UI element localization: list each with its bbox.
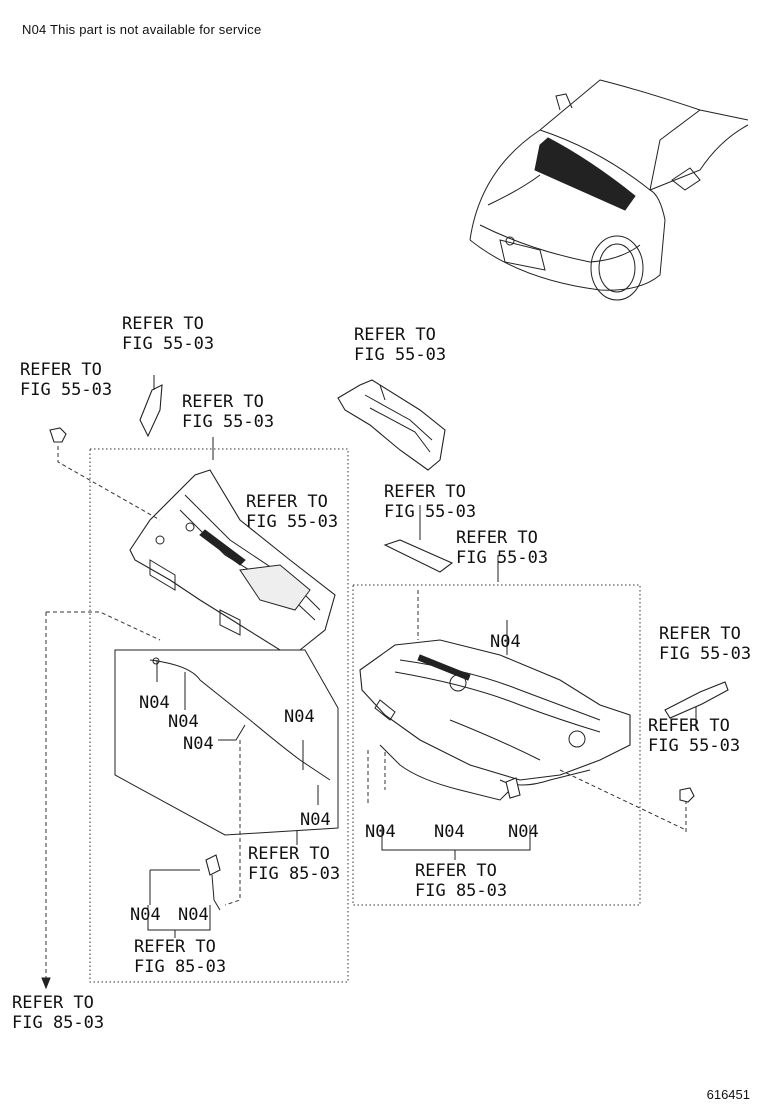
bracket-right: [664, 681, 729, 719]
svg-text:FIG 55-03: FIG 55-03: [20, 380, 112, 400]
svg-text:FIG 85-03: FIG 85-03: [248, 864, 340, 884]
svg-text:REFER TO: REFER TO: [182, 392, 264, 412]
svg-text:FIG 55-03: FIG 55-03: [648, 736, 740, 756]
svg-text:REFER TO: REFER TO: [415, 861, 497, 881]
callout-fig85-c: REFER TO FIG 85-03: [134, 937, 226, 977]
n04-label: N04: [168, 712, 199, 732]
svg-text:REFER TO: REFER TO: [20, 360, 102, 380]
n04-label: N04: [365, 822, 396, 842]
callout-fig85-b: REFER TO FIG 85-03: [415, 861, 507, 901]
svg-text:FIG 55-03: FIG 55-03: [659, 644, 751, 664]
right-cowl-panel: [359, 639, 631, 786]
left-cowl-panel: [129, 469, 336, 651]
n04-label: N04: [178, 905, 209, 925]
svg-text:FIG 55-03: FIG 55-03: [384, 502, 476, 522]
bracket-left: [139, 384, 163, 438]
svg-text:REFER TO: REFER TO: [354, 325, 436, 345]
callout-fig55-d: REFER TO FIG 55-03: [354, 325, 446, 365]
clip-left: [49, 427, 67, 443]
upper-bracket: [337, 379, 446, 471]
clip-right: [679, 787, 695, 803]
svg-text:FIG 55-03: FIG 55-03: [246, 512, 338, 532]
svg-text:REFER TO: REFER TO: [659, 624, 741, 644]
svg-text:REFER TO: REFER TO: [248, 844, 330, 864]
callout-fig55-f: REFER TO FIG 55-03: [384, 482, 476, 522]
callout-fig55-i: REFER TO FIG 55-03: [648, 716, 740, 756]
callout-fig55-e: REFER TO FIG 55-03: [246, 492, 338, 532]
svg-text:FIG 85-03: FIG 85-03: [12, 1013, 104, 1033]
svg-text:REFER TO: REFER TO: [134, 937, 216, 957]
svg-text:FIG 55-03: FIG 55-03: [456, 548, 548, 568]
left-assembly-box: [89, 448, 349, 983]
n04-label: N04: [300, 810, 331, 830]
svg-text:REFER TO: REFER TO: [122, 314, 204, 334]
callout-fig55-b: REFER TO FIG 55-03: [20, 360, 112, 400]
left-nozzle: [149, 854, 221, 911]
callout-fig85-a: REFER TO FIG 85-03: [248, 844, 340, 884]
svg-text:FIG 55-03: FIG 55-03: [354, 345, 446, 365]
n04-label: N04: [284, 707, 315, 727]
n04-label: N04: [130, 905, 161, 925]
n04-label: N04: [508, 822, 539, 842]
left-hose-subbox: [114, 649, 339, 836]
svg-text:FIG 55-03: FIG 55-03: [122, 334, 214, 354]
right-washer-hose: [379, 744, 511, 801]
n04-label: N04: [490, 632, 521, 652]
callout-fig55-g: REFER TO FIG 55-03: [456, 528, 548, 568]
service-note: N04 This part is not available for servi…: [22, 22, 262, 37]
vehicle-illustration: [469, 79, 749, 301]
callout-fig55-c: REFER TO FIG 55-03: [182, 392, 274, 432]
svg-text:FIG 85-03: FIG 85-03: [415, 881, 507, 901]
callout-fig55-a: REFER TO FIG 55-03: [122, 314, 214, 354]
svg-text:REFER TO: REFER TO: [12, 993, 94, 1013]
callout-fig55-h: REFER TO FIG 55-03: [659, 624, 751, 664]
n04-label: N04: [139, 693, 170, 713]
callout-fig85-d: REFER TO FIG 85-03: [12, 993, 104, 1033]
svg-text:REFER TO: REFER TO: [456, 528, 538, 548]
svg-text:FIG 85-03: FIG 85-03: [134, 957, 226, 977]
svg-text:REFER TO: REFER TO: [384, 482, 466, 502]
svg-text:REFER TO: REFER TO: [246, 492, 328, 512]
n04-label: N04: [183, 734, 214, 754]
seal-plate: [383, 539, 454, 573]
n04-label: N04: [434, 822, 465, 842]
svg-text:REFER TO: REFER TO: [648, 716, 730, 736]
left-washer-hose: [149, 659, 331, 781]
diagram-code: 616451: [706, 1087, 750, 1102]
svg-text:FIG 55-03: FIG 55-03: [182, 412, 274, 432]
right-nozzle: [505, 777, 521, 799]
